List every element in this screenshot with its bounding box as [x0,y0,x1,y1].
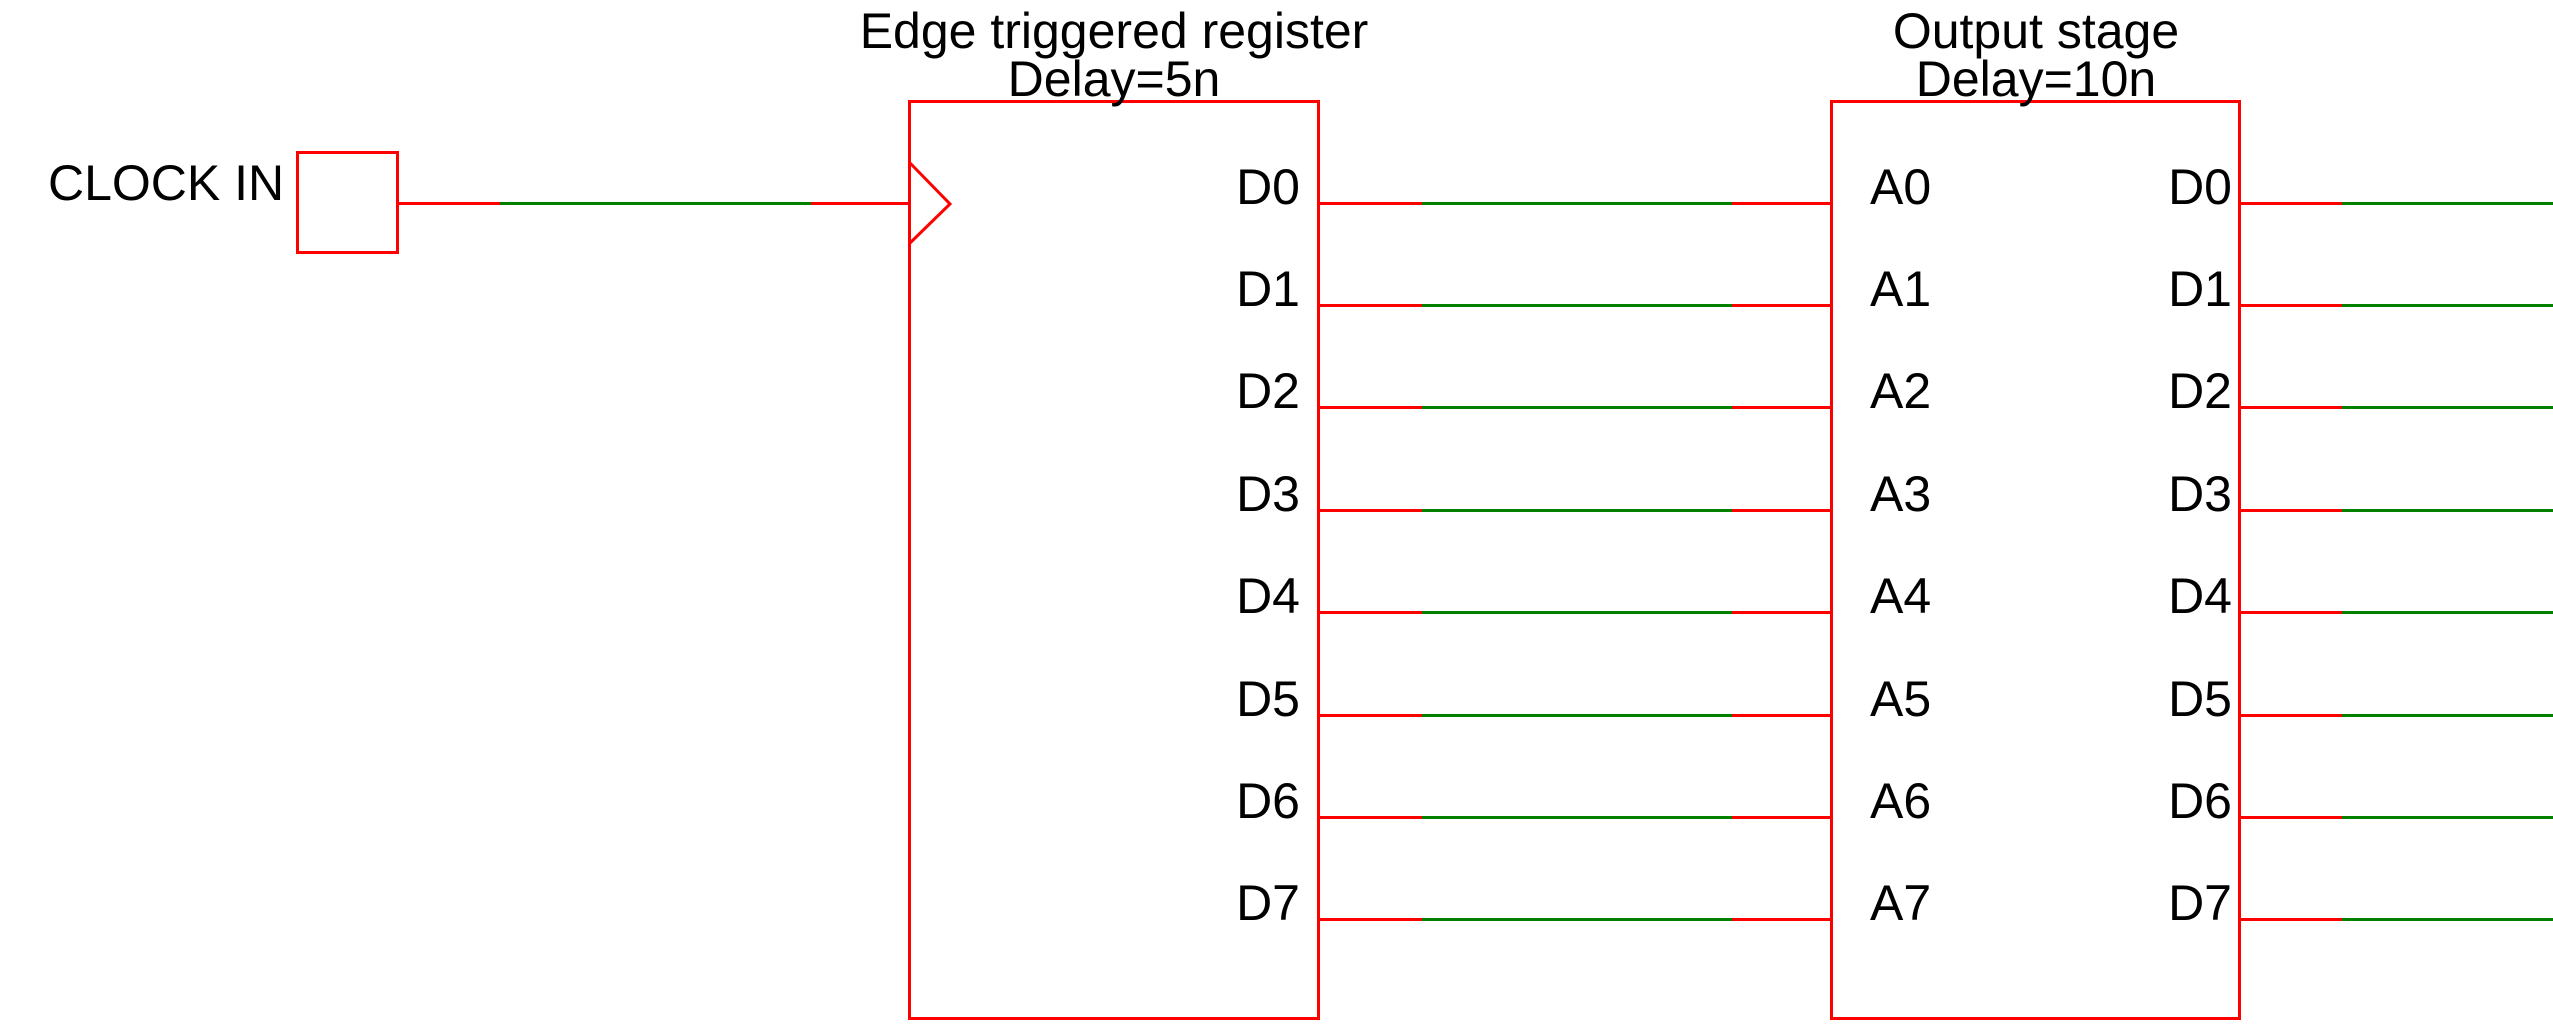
output-wire[interactable] [2238,406,2553,409]
wire-segment [1732,611,1833,614]
wire-segment [2238,918,2342,921]
stage-input-pin-label: A0 [1870,159,1932,215]
wire-segment [1422,611,1732,614]
wire-segment [1317,304,1422,307]
wire-segment [2238,816,2342,819]
clock-wire[interactable] [396,202,911,205]
wire-segment [1732,918,1833,921]
output-wire[interactable] [2238,509,2553,512]
wire-segment [1732,304,1833,307]
wire-segment [1732,509,1833,512]
stage-output-pin-label: D6 [2168,773,2232,829]
register-pin-label: D6 [1236,773,1300,829]
wire-segment [1317,406,1422,409]
register-pin-label: D4 [1236,568,1300,624]
stage-input-pin-label: A7 [1870,875,1932,931]
register-pin-label: D2 [1236,363,1300,419]
wire-segment [1732,714,1833,717]
stage-input-pin-label: A5 [1870,671,1932,727]
bus-wire[interactable] [1317,816,1833,819]
wire-segment [2342,714,2553,717]
wire-segment [2238,611,2342,614]
wire-segment [1317,816,1422,819]
register-pin-label: D5 [1236,671,1300,727]
output-wire[interactable] [2238,611,2553,614]
stage-input-pin-label: A2 [1870,363,1932,419]
register-pin-label: D1 [1236,261,1300,317]
bus-wire[interactable] [1317,202,1833,205]
clock-edge-triangle-icon [908,161,953,245]
stage-input-pin-label: A6 [1870,773,1932,829]
output-stage-title-line1: Output stage [1892,3,2180,59]
register-box[interactable] [908,100,1320,1020]
wire-segment [1422,406,1732,409]
register-pin-label: D7 [1236,875,1300,931]
wire-segment [1317,611,1422,614]
output-wire[interactable] [2238,714,2553,717]
stage-output-pin-label: D0 [2168,159,2232,215]
wire-segment [396,202,500,205]
output-wire[interactable] [2238,202,2553,205]
bus-wire[interactable] [1317,714,1833,717]
wire-segment [1422,202,1732,205]
stage-output-pin-label: D5 [2168,671,2232,727]
output-wire[interactable] [2238,918,2553,921]
wire-segment [1732,202,1833,205]
stage-output-pin-label: D2 [2168,363,2232,419]
stage-input-pin-label: A4 [1870,568,1932,624]
stage-input-pin-label: A3 [1870,466,1932,522]
wire-segment [1422,509,1732,512]
stage-output-pin-label: D4 [2168,568,2232,624]
output-stage-box[interactable] [1830,100,2241,1020]
wire-segment [811,202,911,205]
register-pin-label: D0 [1236,159,1300,215]
wire-segment [1422,304,1732,307]
wire-segment [2342,816,2553,819]
bus-wire[interactable] [1317,304,1833,307]
wire-segment [1422,816,1732,819]
register-title: Edge triggered register Delay=5n [764,3,1464,107]
clock-source-symbol[interactable] [296,151,399,254]
bus-wire[interactable] [1317,918,1833,921]
output-stage-title-line2: Delay=10n [1915,51,2157,107]
stage-output-pin-label: D3 [2168,466,2232,522]
wire-segment [2342,304,2553,307]
wire-segment [1317,714,1422,717]
stage-output-pin-label: D7 [2168,875,2232,931]
wire-segment [2342,611,2553,614]
register-title-line2: Delay=5n [1007,51,1221,107]
wire-segment [1317,202,1422,205]
output-wire[interactable] [2238,816,2553,819]
bus-wire[interactable] [1317,509,1833,512]
wire-segment [2238,714,2342,717]
wire-segment [1422,714,1732,717]
wire-segment [1732,816,1833,819]
wire-segment [2238,406,2342,409]
bus-wire[interactable] [1317,611,1833,614]
register-title-line1: Edge triggered register [859,3,1369,59]
wire-segment [1732,406,1833,409]
wire-segment [2342,509,2553,512]
output-wire[interactable] [2238,304,2553,307]
output-stage-title: Output stage Delay=10n [1686,3,2386,107]
register-pin-label: D3 [1236,466,1300,522]
clock-in-label: CLOCK IN [48,155,285,211]
wire-segment [1317,509,1422,512]
wire-segment [2342,406,2553,409]
wire-segment [500,202,811,205]
wire-segment [1422,918,1732,921]
bus-wire[interactable] [1317,406,1833,409]
wire-segment [2238,509,2342,512]
wire-segment [2342,918,2553,921]
wire-segment [2238,202,2342,205]
wire-segment [2238,304,2342,307]
wire-segment [2342,202,2553,205]
wire-segment [1317,918,1422,921]
stage-input-pin-label: A1 [1870,261,1932,317]
stage-output-pin-label: D1 [2168,261,2232,317]
